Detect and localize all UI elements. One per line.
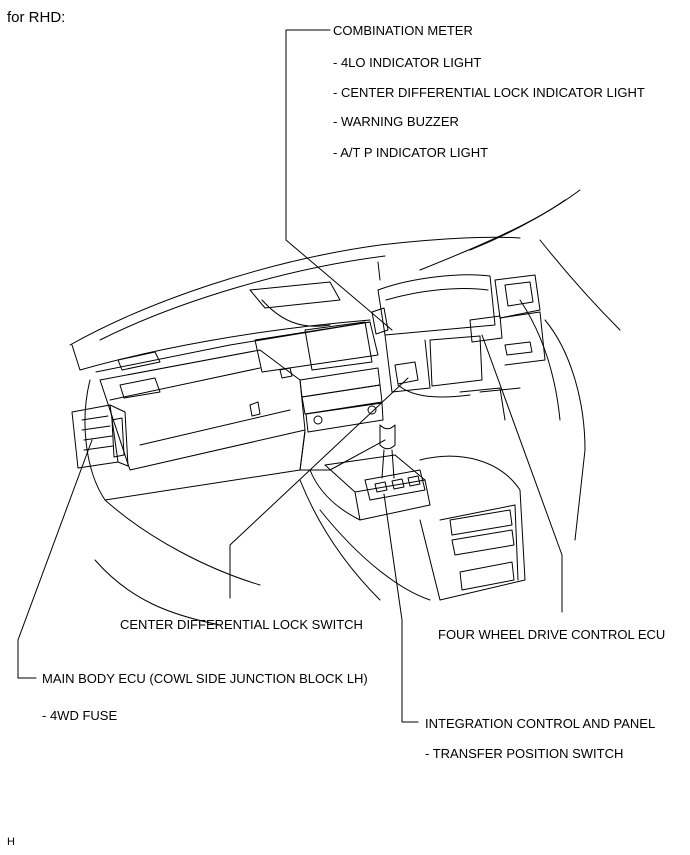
leader-center-diff-switch xyxy=(229,377,409,599)
label-combination-meter: COMBINATION METER xyxy=(333,23,473,38)
leader-integration-panel xyxy=(383,493,419,723)
label-main-body-ecu: MAIN BODY ECU (COWL SIDE JUNCTION BLOCK … xyxy=(42,671,368,686)
leader-lines xyxy=(17,29,563,723)
label-warning-buzzer: - WARNING BUZZER xyxy=(333,114,459,129)
label-four-wheel-ecu: FOUR WHEEL DRIVE CONTROL ECU xyxy=(438,627,666,642)
main-body-ecu-drawing xyxy=(71,404,129,469)
label-transfer-switch: - TRANSFER POSITION SWITCH xyxy=(425,746,624,761)
windshield-outline xyxy=(69,189,621,346)
leader-main-body-ecu xyxy=(17,439,93,679)
label-integration-panel: INTEGRATION CONTROL AND PANEL xyxy=(425,716,656,731)
driver-door xyxy=(519,299,586,541)
dashboard-top xyxy=(71,261,381,373)
label-4wd-fuse: - 4WD FUSE xyxy=(42,708,118,723)
leader-four-wheel-ecu xyxy=(481,334,563,613)
leader-combination-meter xyxy=(285,29,393,331)
center-console xyxy=(299,424,526,601)
label-4lo-indicator: - 4LO INDICATOR LIGHT xyxy=(333,55,482,70)
footer-mark: H xyxy=(7,836,15,848)
label-at-p-indicator: - A/T P INDICATOR LIGHT xyxy=(333,145,489,160)
combination-meter-drawing xyxy=(371,274,546,421)
glove-box xyxy=(84,349,306,626)
center-stack xyxy=(254,321,386,471)
page-title: for RHD: xyxy=(7,9,66,26)
label-center-diff-switch: CENTER DIFFERENTIAL LOCK SWITCH xyxy=(120,617,363,632)
label-center-diff-indicator: - CENTER DIFFERENTIAL LOCK INDICATOR LIG… xyxy=(333,85,645,100)
